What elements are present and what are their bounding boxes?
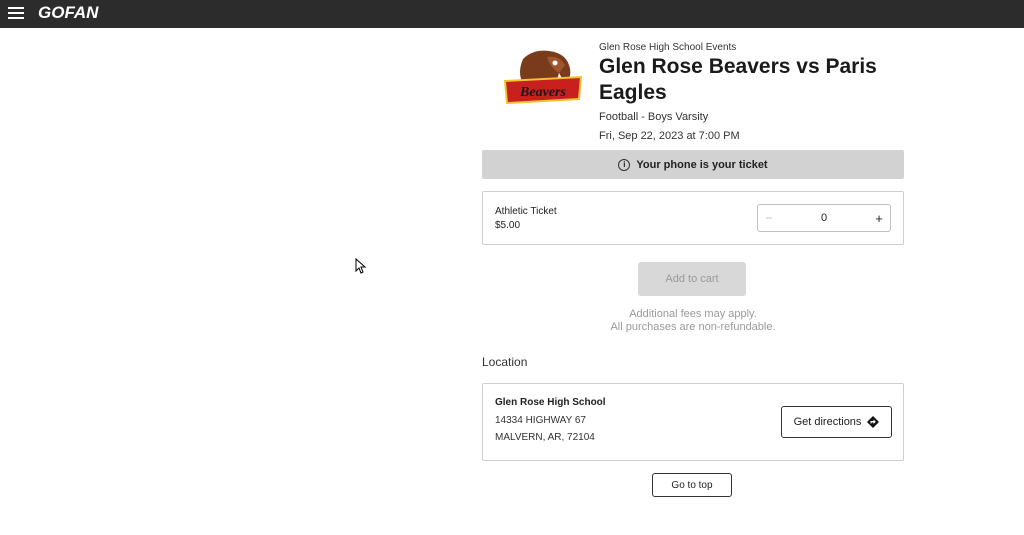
gofan-logo-text: GOFAN (38, 3, 99, 22)
event-title: Glen Rose Beavers vs Paris Eagles (599, 55, 877, 104)
notice-text: Your phone is your ticket (636, 158, 768, 171)
go-to-top-button[interactable]: Go to top (652, 473, 732, 497)
ticket-card: Athletic Ticket $5.00 − 0 + (482, 191, 904, 245)
svg-text:Beavers: Beavers (519, 85, 566, 100)
info-icon: i (618, 158, 631, 171)
get-directions-label: Get directions (793, 416, 862, 428)
decrement-button[interactable]: − (765, 211, 773, 225)
venue-address-line-1: 14334 HIGHWAY 67 (495, 415, 586, 426)
location-heading: Location (482, 355, 528, 369)
hamburger-menu-icon[interactable] (8, 5, 24, 21)
directions-diamond-icon (867, 416, 880, 428)
event-datetime: Fri, Sep 22, 2023 at 7:00 PM (599, 130, 740, 142)
event-sport: Football - Boys Varsity (599, 111, 709, 123)
venue-name: Glen Rose High School (495, 397, 606, 408)
increment-button[interactable]: + (875, 210, 883, 226)
ticket-name: Athletic Ticket (495, 206, 557, 217)
venue-address-line-2: MALVERN, AR, 72104 (495, 432, 595, 443)
get-directions-button[interactable]: Get directions (781, 406, 892, 438)
top-nav-bar: GOFAN (0, 0, 1024, 28)
mouse-pointer-icon (355, 258, 367, 274)
add-to-cart-button[interactable]: Add to cart (638, 262, 746, 296)
quantity-value[interactable]: 0 (820, 212, 828, 224)
beavers-mascot-logo: Beavers (503, 50, 583, 105)
ticket-price: $5.00 (495, 220, 521, 231)
location-card: Glen Rose High School 14334 HIGHWAY 67 M… (482, 383, 904, 461)
gofan-logo[interactable]: GOFAN (38, 2, 118, 22)
fees-line-2: All purchases are non-refundable. (610, 321, 776, 333)
quantity-stepper[interactable]: − 0 + (757, 204, 891, 232)
fees-line-1: Additional fees may apply. (629, 308, 757, 320)
fees-disclaimer: Additional fees may apply. All purchases… (482, 308, 904, 334)
organization-name: Glen Rose High School Events (599, 42, 737, 53)
phone-ticket-notice: i Your phone is your ticket (482, 150, 904, 179)
